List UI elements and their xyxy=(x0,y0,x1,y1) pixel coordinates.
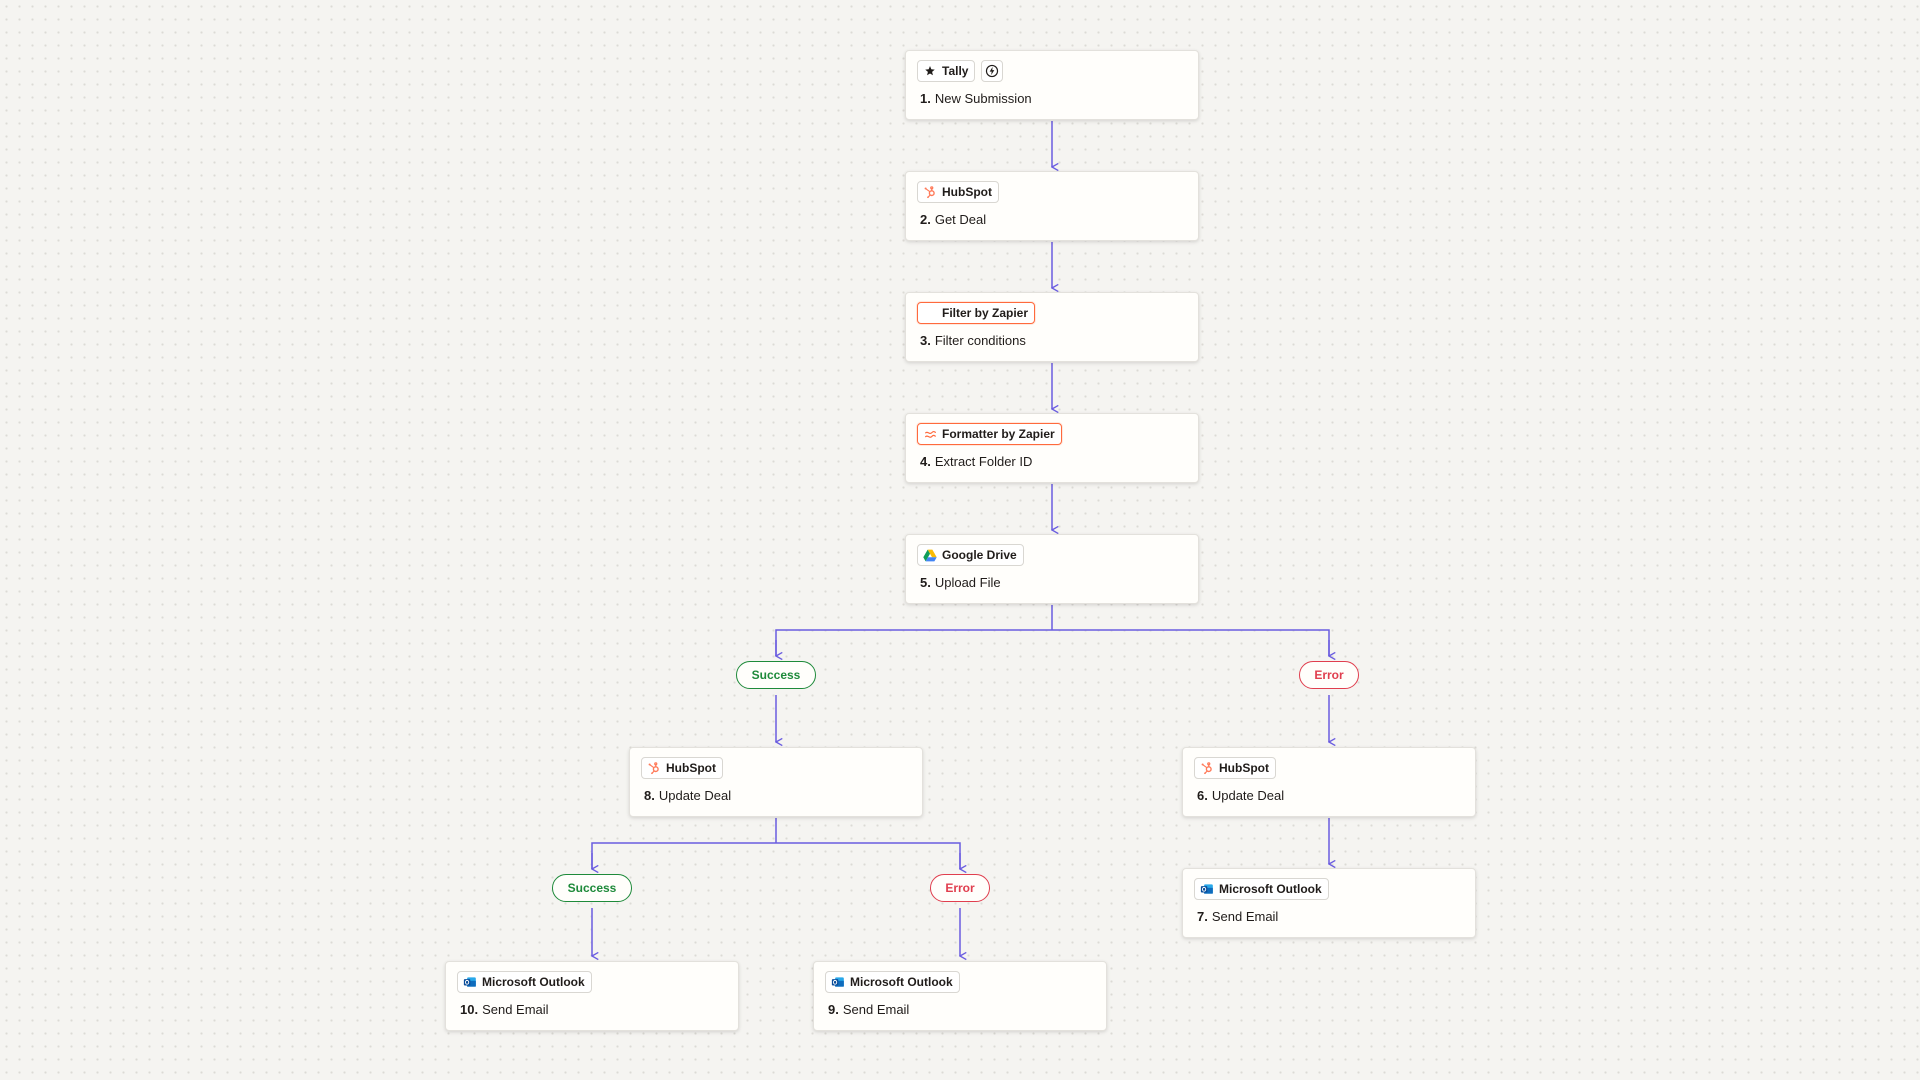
hubspot-icon xyxy=(647,761,661,775)
step-card-3[interactable]: Filter by Zapier 3.Filter conditions xyxy=(905,292,1199,362)
microsoft-outlook-icon xyxy=(1200,882,1214,896)
step-card-5[interactable]: Google Drive 5.Upload File xyxy=(905,534,1199,604)
connector-8-branch xyxy=(591,818,961,869)
step-action: Filter conditions xyxy=(934,333,1026,348)
app-chip-hubspot: HubSpot xyxy=(1194,757,1276,779)
app-chip-filter-by-zapier: Filter by Zapier xyxy=(917,302,1036,324)
step-number: 8. xyxy=(644,788,655,803)
step-action: Update Deal xyxy=(1211,788,1285,803)
app-chip-tally: Tally xyxy=(917,60,976,82)
app-name: HubSpot xyxy=(942,185,992,199)
path-error-button[interactable]: Error xyxy=(930,874,990,902)
step-action: Send Email xyxy=(842,1002,910,1017)
path-success-button[interactable]: Success xyxy=(736,661,816,689)
app-name: Microsoft Outlook xyxy=(1219,882,1322,896)
app-chip-hubspot: HubSpot xyxy=(917,181,999,203)
app-name: Tally xyxy=(942,64,969,78)
step-action: Update Deal xyxy=(658,788,732,803)
app-chip-microsoft-outlook: Microsoft Outlook xyxy=(457,971,592,993)
step-card-4[interactable]: Formatter by Zapier 4.Extract Folder ID xyxy=(905,413,1199,483)
step-action: Send Email xyxy=(1211,909,1279,924)
path-label: Success xyxy=(751,668,801,682)
step-card-1[interactable]: Tally 1.New Submission xyxy=(905,50,1199,120)
app-name: Microsoft Outlook xyxy=(482,975,585,989)
app-chip-hubspot: HubSpot xyxy=(641,757,723,779)
path-success-button[interactable]: Success xyxy=(552,874,632,902)
step-title: 2.Get Deal xyxy=(920,212,986,227)
step-number: 1. xyxy=(920,91,931,106)
step-action: Upload File xyxy=(934,575,1001,590)
step-card-10[interactable]: Microsoft Outlook 10.Send Email xyxy=(445,961,739,1031)
step-title: 8.Update Deal xyxy=(644,788,731,803)
microsoft-outlook-icon xyxy=(831,975,845,989)
path-error-button[interactable]: Error xyxy=(1299,661,1359,689)
app-name: HubSpot xyxy=(1219,761,1269,775)
connector-5-branch xyxy=(775,605,1330,656)
step-action: New Submission xyxy=(934,91,1032,106)
microsoft-outlook-icon xyxy=(463,975,477,989)
step-title: 9.Send Email xyxy=(828,1002,909,1017)
tally-star-icon xyxy=(923,64,937,78)
app-name: Microsoft Outlook xyxy=(850,975,953,989)
step-number: 3. xyxy=(920,333,931,348)
app-name: Filter by Zapier xyxy=(942,306,1029,320)
step-card-7[interactable]: Microsoft Outlook 7.Send Email xyxy=(1182,868,1476,938)
trigger-bolt-icon[interactable] xyxy=(981,60,1003,82)
step-card-8[interactable]: HubSpot 8.Update Deal xyxy=(629,747,923,817)
filter-icon xyxy=(923,306,937,320)
step-number: 10. xyxy=(460,1002,479,1017)
google-drive-icon xyxy=(923,548,937,562)
step-title: 7.Send Email xyxy=(1197,909,1278,924)
step-card-2[interactable]: HubSpot 2.Get Deal xyxy=(905,171,1199,241)
app-name: Google Drive xyxy=(942,548,1017,562)
app-chip-microsoft-outlook: Microsoft Outlook xyxy=(825,971,960,993)
app-chip-formatter-by-zapier: Formatter by Zapier xyxy=(917,423,1062,445)
step-number: 5. xyxy=(920,575,931,590)
step-number: 7. xyxy=(1197,909,1208,924)
step-number: 6. xyxy=(1197,788,1208,803)
app-chip-google-drive: Google Drive xyxy=(917,544,1024,566)
app-name: HubSpot xyxy=(666,761,716,775)
app-chip-microsoft-outlook: Microsoft Outlook xyxy=(1194,878,1329,900)
step-title: 5.Upload File xyxy=(920,575,1001,590)
hubspot-icon xyxy=(923,185,937,199)
step-action: Extract Folder ID xyxy=(934,454,1033,469)
app-name: Formatter by Zapier xyxy=(942,427,1055,441)
path-label: Error xyxy=(945,881,975,895)
step-title: 3.Filter conditions xyxy=(920,333,1026,348)
step-number: 2. xyxy=(920,212,931,227)
step-title: 1.New Submission xyxy=(920,91,1032,106)
step-card-9[interactable]: Microsoft Outlook 9.Send Email xyxy=(813,961,1107,1031)
formatter-icon xyxy=(923,427,937,441)
path-label: Error xyxy=(1314,668,1344,682)
step-card-6[interactable]: HubSpot 6.Update Deal xyxy=(1182,747,1476,817)
step-title: 6.Update Deal xyxy=(1197,788,1284,803)
step-title: 4.Extract Folder ID xyxy=(920,454,1032,469)
hubspot-icon xyxy=(1200,761,1214,775)
step-number: 4. xyxy=(920,454,931,469)
path-label: Success xyxy=(567,881,617,895)
step-action: Get Deal xyxy=(934,212,987,227)
step-title: 10.Send Email xyxy=(460,1002,549,1017)
step-number: 9. xyxy=(828,1002,839,1017)
step-action: Send Email xyxy=(482,1002,549,1017)
